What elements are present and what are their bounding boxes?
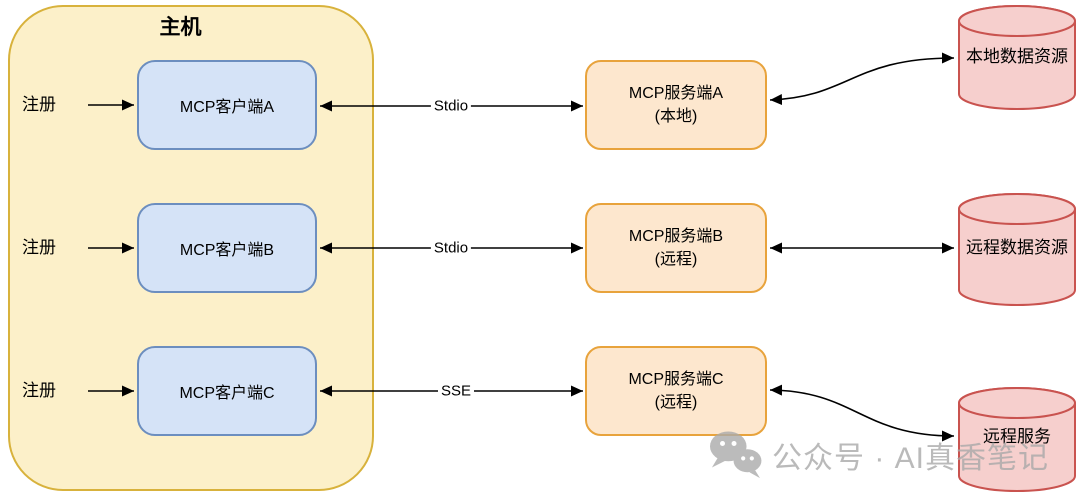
client-box-c: MCP客户端C	[137, 346, 317, 436]
server-resource-arrows	[769, 52, 955, 442]
server-box-a-line2: (本地)	[654, 108, 698, 125]
resource-label-remote-service: 远程服务	[983, 427, 1051, 446]
client-box-a: MCP客户端A	[137, 60, 317, 150]
watermark: 公众号 · AI真香笔记	[706, 430, 1049, 480]
server-box-a-line1: MCP服务端A	[628, 85, 724, 102]
register-label-b: 注册	[22, 238, 56, 257]
transport-label-b: Stdio	[430, 239, 472, 257]
server-box-b-line1: MCP服务端B	[628, 228, 724, 245]
client-box-a-label: MCP客户端A	[179, 99, 275, 116]
client-box-b: MCP客户端B	[137, 203, 317, 293]
watermark-text: 公众号 · AI真香笔记	[772, 442, 1050, 475]
server-box-a: MCP服务端A (本地)	[585, 60, 767, 150]
server-box-c-line2: (远程)	[654, 394, 698, 411]
transport-label-a: Stdio	[430, 97, 472, 115]
register-label-c: 注册	[22, 381, 56, 400]
server-box-c: MCP服务端C (远程)	[585, 346, 767, 436]
client-box-c-label: MCP客户端C	[179, 385, 275, 402]
server-box-c-line1: MCP服务端C	[628, 371, 724, 388]
server-resource-curve-a	[769, 52, 955, 106]
host-title: 主机	[159, 16, 202, 39]
resource-label-local-data: 本地数据资源	[966, 47, 1068, 66]
server-box-b: MCP服务端B (远程)	[585, 203, 767, 293]
server-box-b-line2: (远程)	[654, 251, 698, 268]
wechat-icon	[710, 431, 762, 479]
register-label-a: 注册	[22, 95, 56, 114]
client-box-b-label: MCP客户端B	[179, 242, 275, 259]
transport-label-c: SSE	[437, 382, 475, 400]
resource-label-remote-data: 远程数据资源	[966, 238, 1068, 257]
